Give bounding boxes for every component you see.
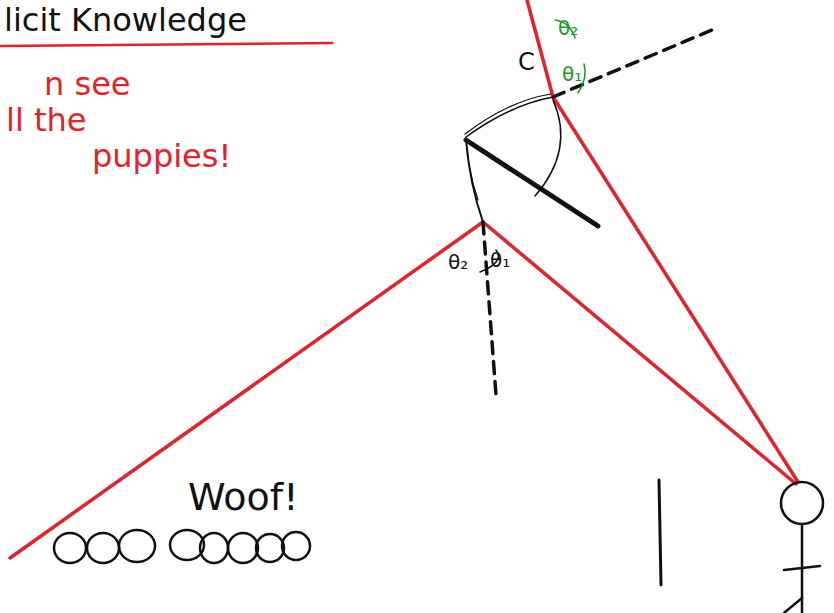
sketch-stroke [466,97,553,137]
sketch-stroke [535,100,561,196]
note-text: n see [44,68,131,100]
ray [527,0,553,97]
note-text: puppies! [92,140,231,172]
angle-label: θ₂ [448,252,468,272]
ray [553,97,798,482]
mirror [466,140,598,226]
note-text: ll the [6,104,86,136]
angle-label: θ₁ [490,250,510,270]
sketch-stroke [466,140,483,222]
sketch-stroke [466,140,478,200]
normal-line [553,30,712,97]
sketch-stroke [465,94,551,134]
angle-label: θ₁ [562,64,582,84]
puppies [54,530,310,563]
sound-label: Woof! [188,478,298,516]
mirror-label: C [518,50,535,74]
ray [483,222,796,484]
title-underline [0,43,332,46]
angle-label: θ₂ [558,18,578,38]
normal-line [483,222,496,395]
stick-figure [781,482,823,613]
ray [10,222,483,558]
page-title: licit Knowledge [4,4,247,36]
wall [659,480,661,585]
